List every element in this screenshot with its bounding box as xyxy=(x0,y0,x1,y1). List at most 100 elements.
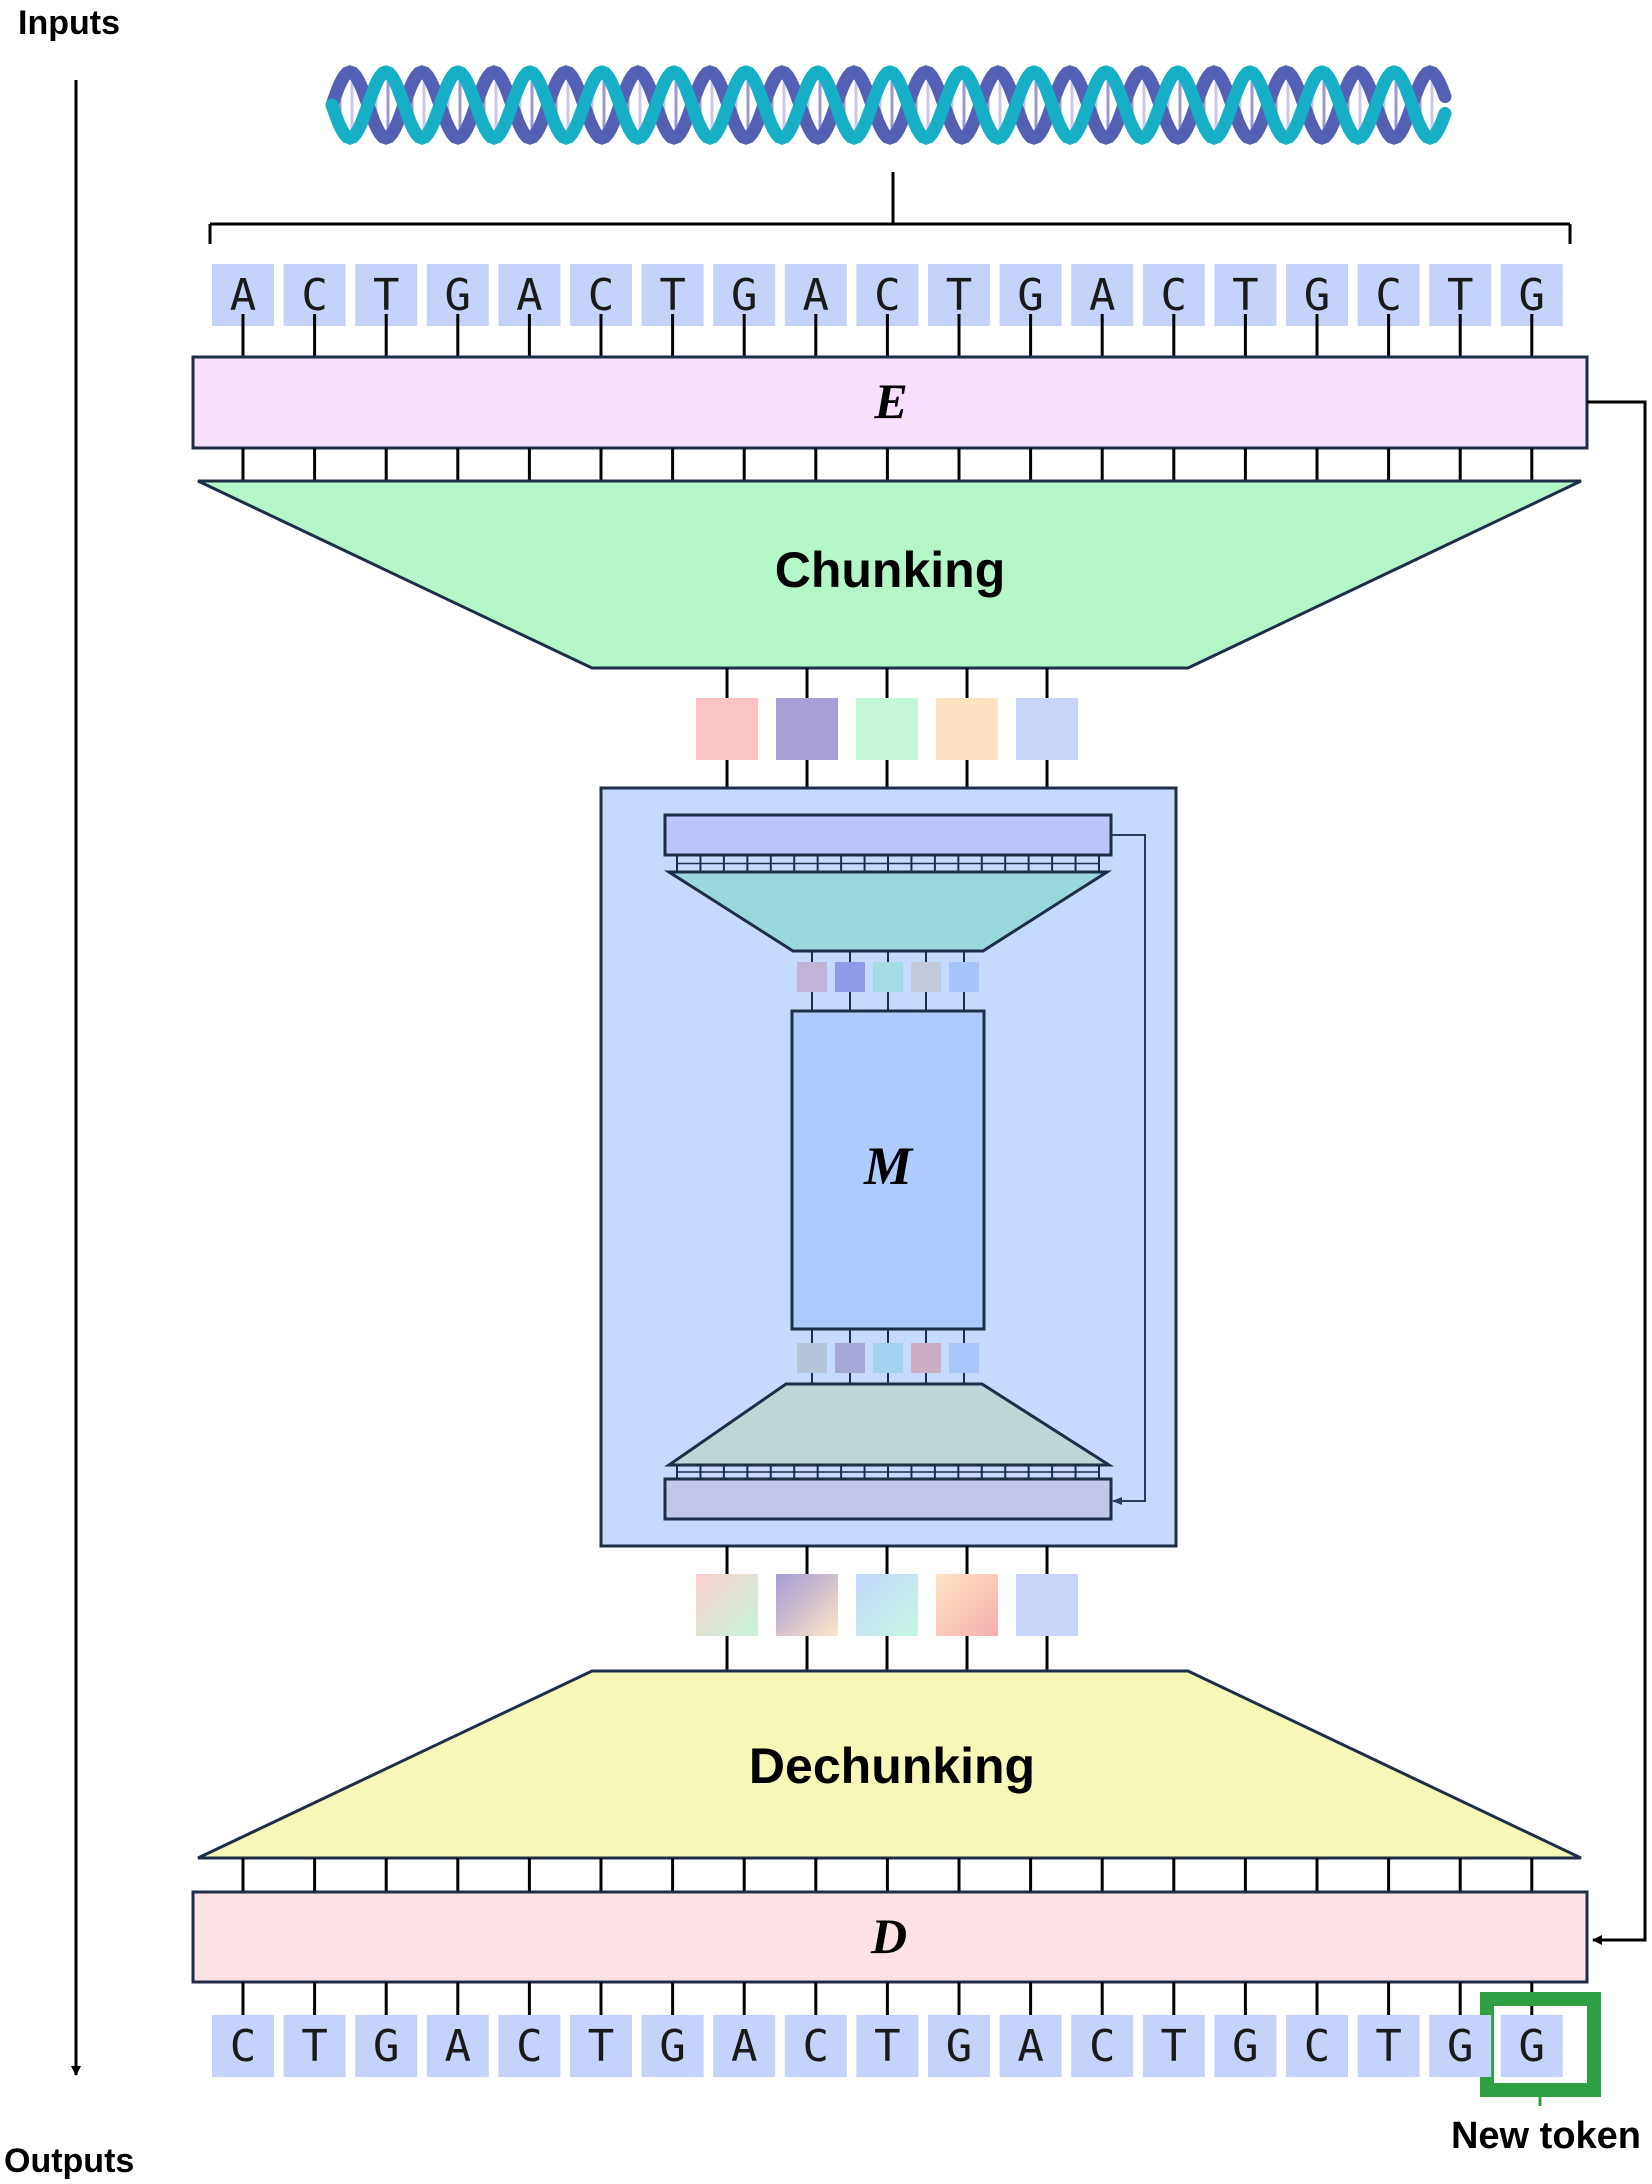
chunk-square xyxy=(936,698,998,760)
new-token-label: New token xyxy=(1451,2115,1641,2157)
output-token: T xyxy=(1357,2015,1420,2077)
svg-text:T: T xyxy=(588,2021,615,2072)
input-token: C xyxy=(283,264,346,326)
inner-chunk-square xyxy=(911,962,941,992)
output-token: A xyxy=(426,2015,489,2077)
input-token: T xyxy=(1214,264,1277,326)
chunk-row-top xyxy=(696,668,1078,788)
svg-text:T: T xyxy=(946,270,973,321)
svg-text:C: C xyxy=(1089,2021,1116,2072)
chunking-label: Chunking xyxy=(775,542,1006,598)
inner-chunking-trapezoid xyxy=(663,870,1113,953)
svg-text:C: C xyxy=(1304,2021,1331,2072)
encoder-label: E xyxy=(873,373,907,429)
output-token: T xyxy=(283,2015,346,2077)
svg-text:G: G xyxy=(373,2021,400,2072)
output-token: G xyxy=(641,2015,704,2077)
decoder-input-connectors xyxy=(241,1858,1534,1892)
chunk-square xyxy=(776,698,838,760)
output-token: C xyxy=(498,2015,561,2077)
svg-text:T: T xyxy=(1161,2021,1188,2072)
svg-text:T: T xyxy=(301,2021,328,2072)
svg-text:G: G xyxy=(1519,2021,1546,2072)
svg-text:T: T xyxy=(1232,270,1259,321)
inner-chunk-square xyxy=(797,962,827,992)
output-token: C xyxy=(212,2015,274,2077)
output-token: T xyxy=(1142,2015,1205,2077)
inner-encoder-connectors xyxy=(676,855,1100,872)
svg-text:G: G xyxy=(731,270,758,321)
output-token: T xyxy=(570,2015,632,2077)
chunk-square xyxy=(856,1574,918,1636)
inner-dechunking-trapezoid xyxy=(664,1382,1115,1467)
input-token-connectors xyxy=(241,314,1534,357)
svg-text:C: C xyxy=(301,270,328,321)
chunk-square xyxy=(776,1574,838,1636)
output-token: A xyxy=(999,2015,1062,2077)
output-token: G xyxy=(1429,2015,1492,2077)
svg-text:A: A xyxy=(803,270,830,321)
dechunking-label: Dechunking xyxy=(749,1738,1035,1794)
svg-text:C: C xyxy=(874,270,901,321)
svg-text:G: G xyxy=(445,270,472,321)
inner-chunk-square xyxy=(873,1343,903,1373)
svg-text:A: A xyxy=(1017,2021,1044,2072)
svg-text:C: C xyxy=(230,2021,257,2072)
output-token: G xyxy=(928,2015,990,2077)
svg-text:T: T xyxy=(874,2021,901,2072)
main-network-label: M xyxy=(863,1136,914,1196)
new-output-token: G xyxy=(1500,2015,1563,2077)
inner-chunk-square xyxy=(949,1343,979,1373)
input-bracket xyxy=(208,172,1572,244)
dechunking-trapezoid xyxy=(197,1669,1582,1860)
svg-text:A: A xyxy=(445,2021,472,2072)
svg-text:T: T xyxy=(659,270,686,321)
svg-text:C: C xyxy=(588,270,615,321)
chunk-square xyxy=(1016,1574,1078,1636)
svg-text:A: A xyxy=(1089,270,1116,321)
encoder-output-connectors xyxy=(241,448,1534,481)
output-token: C xyxy=(1286,2015,1348,2077)
output-token: C xyxy=(784,2015,847,2077)
chunking-trapezoid xyxy=(197,479,1582,670)
input-token: C xyxy=(1142,264,1205,326)
chunk-square xyxy=(936,1574,998,1636)
chunk-square xyxy=(856,698,918,760)
inner-chunk-square xyxy=(873,962,903,992)
inner-decoder-connectors xyxy=(676,1465,1100,1479)
inner-chunk-square xyxy=(835,962,865,992)
encoder-box xyxy=(191,355,1589,450)
input-token: G xyxy=(999,264,1062,326)
output-token: G xyxy=(355,2015,418,2077)
svg-text:G: G xyxy=(1447,2021,1474,2072)
svg-text:C: C xyxy=(1375,270,1402,321)
input-token: T xyxy=(1429,264,1492,326)
svg-text:G: G xyxy=(1304,270,1331,321)
decoder-label: D xyxy=(870,1908,907,1964)
output-token-connectors xyxy=(241,1982,1534,2015)
input-token: C xyxy=(570,264,632,326)
svg-text:A: A xyxy=(230,270,257,321)
residual-skip-arrow xyxy=(1587,400,1647,1945)
output-token: T xyxy=(856,2015,919,2077)
dna-helix-icon xyxy=(325,65,1452,145)
svg-text:C: C xyxy=(1161,270,1188,321)
svg-text:G: G xyxy=(1519,270,1546,321)
output-token: C xyxy=(1071,2015,1134,2077)
inputs-label: Inputs xyxy=(18,4,120,42)
svg-text:G: G xyxy=(659,2021,686,2072)
svg-text:T: T xyxy=(1447,270,1474,321)
svg-text:A: A xyxy=(731,2021,758,2072)
inner-chunk-square xyxy=(835,1343,865,1373)
svg-text:G: G xyxy=(946,2021,973,2072)
decoder-box xyxy=(191,1890,1589,1984)
inner-chunk-square xyxy=(911,1343,941,1373)
inner-encoder-bar xyxy=(663,813,1113,857)
svg-text:T: T xyxy=(373,270,400,321)
svg-text:G: G xyxy=(1232,2021,1259,2072)
chunk-square xyxy=(696,1574,758,1636)
inner-chunk-square xyxy=(797,1343,827,1373)
input-token: G xyxy=(1286,264,1348,326)
output-token: A xyxy=(713,2015,776,2077)
